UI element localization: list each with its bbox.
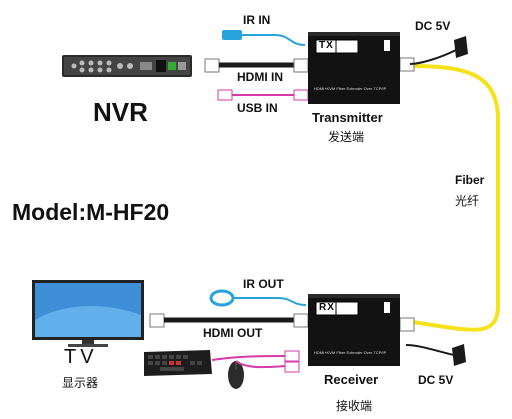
usb-out-plug-2 <box>284 361 300 373</box>
receiver-box <box>308 294 400 366</box>
rx-dc-label: DC 5V <box>418 373 454 387</box>
fiber-cable <box>411 64 500 332</box>
usb-in-label: USB IN <box>237 101 278 115</box>
ir-out-loop <box>209 289 235 307</box>
ir-in-cable <box>242 34 306 46</box>
mouse-usb-cable <box>235 360 286 369</box>
ir-in-sensor <box>222 30 242 40</box>
ir-in-label: IR IN <box>243 13 271 27</box>
transmitter-box <box>308 32 400 104</box>
mouse <box>228 361 244 389</box>
tv-label: TV <box>64 346 98 368</box>
nvr-label: NVR <box>93 97 148 127</box>
keyboard <box>144 350 212 376</box>
tv-device <box>32 280 144 347</box>
ir-out-cable <box>233 297 307 306</box>
hdmi-out-label: HDMI OUT <box>203 326 263 340</box>
model-label: Model:M-HF20 <box>12 199 170 225</box>
tx-dc-label: DC 5V <box>415 19 451 33</box>
tx-caption: HDMI+KVM Fiber Extender Over TCP/IP <box>314 86 387 91</box>
transmitter-label: Transmitter <box>312 110 383 125</box>
tv-label-cn: 显示器 <box>62 376 99 390</box>
tx-power-adapter <box>409 36 468 65</box>
usb-in-plug-right <box>293 89 309 101</box>
usb-in-plug-left <box>217 89 233 101</box>
transmitter-label-cn: 发送端 <box>328 130 365 144</box>
receiver-label: Receiver <box>324 372 379 387</box>
nvr-device <box>62 55 192 77</box>
hdmi-in-plug-right <box>293 58 309 73</box>
hdmi-out-plug-right <box>293 313 309 328</box>
fiber-label: Fiber <box>455 173 485 187</box>
ir-out-label: IR OUT <box>243 277 284 291</box>
hdmi-in-plug-left <box>204 58 220 73</box>
hdmi-out-plug-left <box>149 313 165 328</box>
fiber-label-cn: 光纤 <box>455 194 480 208</box>
rx-badge: RX <box>319 302 335 313</box>
usb-out-plug-1 <box>284 350 300 362</box>
hdmi-in-label: HDMI IN <box>237 70 283 84</box>
rx-power-adapter <box>405 344 466 366</box>
rx-caption: HDMI+KVM Fiber Extender Over TCP/IP <box>314 350 387 355</box>
receiver-label-cn: 接收端 <box>336 399 373 413</box>
keyboard-usb-cable <box>211 355 286 361</box>
tx-badge: TX <box>319 40 334 51</box>
rx-fiber-connector <box>399 317 415 332</box>
